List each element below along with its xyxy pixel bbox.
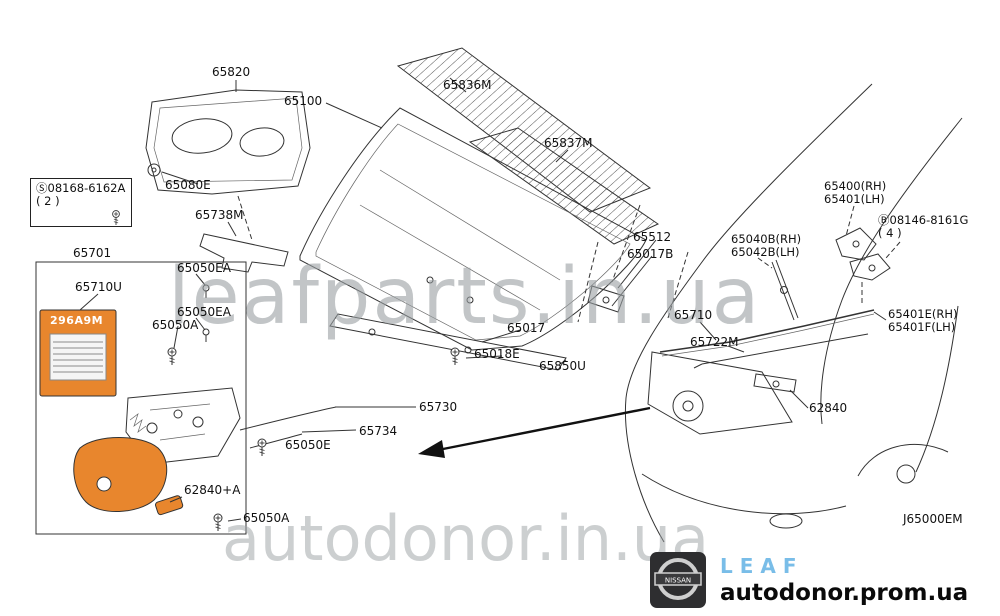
part-label: 65734 [359, 424, 398, 438]
lock-assembly-art [35, 261, 416, 535]
nissan-logo: NISSAN [650, 552, 706, 608]
nissan-logo-text: NISSAN [665, 577, 691, 585]
part-label: 65836M [443, 78, 492, 92]
footer: NISSAN LEAF autodonor.prom.ua [650, 552, 968, 608]
hinge-and-rod-art [587, 205, 901, 409]
leaf-brand: LEAF [720, 554, 804, 578]
part-label: 65017 [507, 321, 546, 335]
spec-label-b08146: Ⓑ08146-8161G ( 4 ) [878, 213, 969, 241]
part-label: 65050E [285, 438, 331, 452]
part-label: 65820 [212, 65, 251, 79]
part-label: 62840+A [184, 483, 241, 497]
part-label: 65050EA [177, 261, 231, 275]
part-label: 65722M [690, 335, 739, 349]
front-fascia-art [624, 83, 963, 543]
hood-reinforcement-art [329, 313, 567, 371]
part-label: 65400(RH) 65401(LH) [824, 179, 887, 207]
part-label: 62840 [809, 401, 848, 415]
orange-tag-label: 296A9M [50, 314, 104, 327]
part-label: 65850U [539, 359, 586, 373]
spec-label-s08168: Ⓢ08168-6162A ( 2 ) [30, 178, 133, 228]
part-label: 65710 [674, 308, 713, 322]
bracket-65738m-art [199, 221, 289, 273]
part-label: 65401E(RH) 65401F(LH) [888, 307, 958, 335]
footer-site: autodonor.prom.ua [720, 580, 969, 606]
part-label: 65100 [284, 94, 323, 108]
part-label: 65040B(RH) 65042B(LH) [731, 232, 802, 260]
hood-panel-art [299, 102, 647, 351]
cowl-seal-art [396, 47, 660, 283]
part-label: 65738M [195, 208, 244, 222]
part-label: 65710U [75, 280, 122, 294]
part-label: 65018E [474, 347, 520, 361]
part-label: 65837M [544, 136, 593, 150]
part-label: 65512 [633, 230, 672, 244]
part-label: 65080E [165, 178, 211, 192]
diagram-code: J65000EM [903, 512, 963, 526]
part-label: 65050A [152, 318, 199, 332]
reference-arrow [418, 406, 651, 458]
hood-insulator-art [145, 80, 311, 241]
part-label: 65730 [419, 400, 458, 414]
part-label: 65050EA [177, 305, 231, 319]
part-label: 65050A [243, 511, 290, 525]
part-label: 65017B [627, 247, 674, 261]
part-label: 65701 [73, 246, 112, 260]
